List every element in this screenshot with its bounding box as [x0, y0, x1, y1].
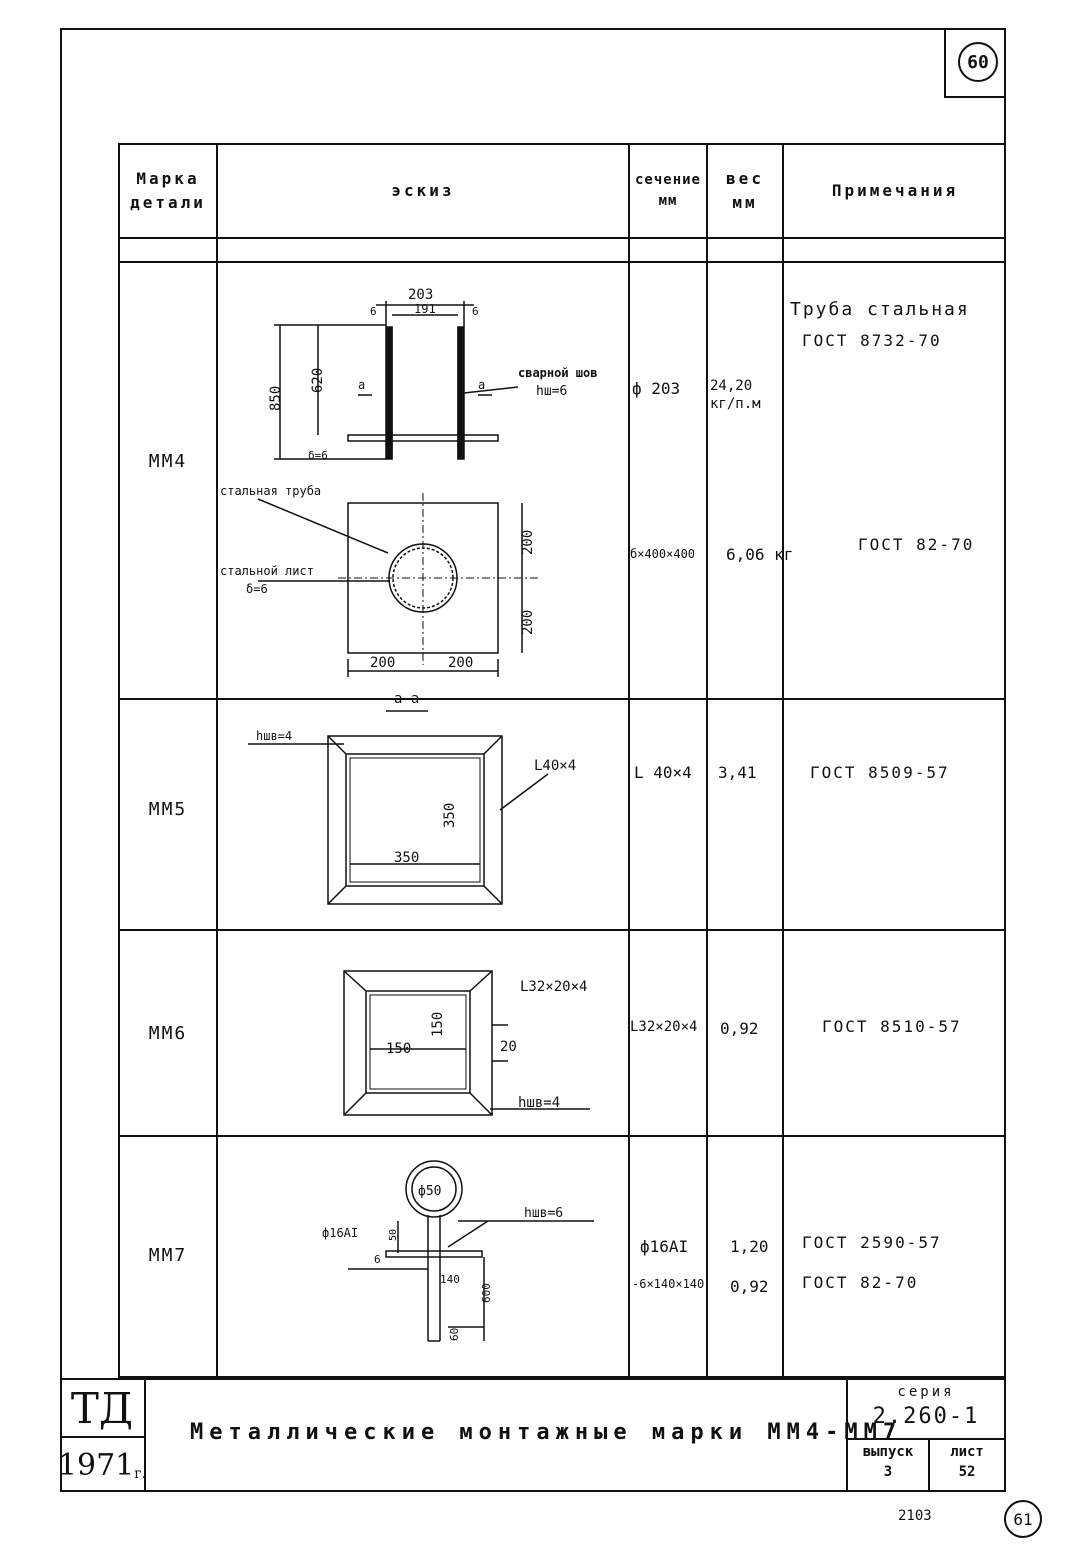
title-series-box: серия 2.260-1 выпуск 3 лист 52	[846, 1380, 1004, 1492]
row-divider	[120, 698, 1004, 700]
issue-cell: выпуск 3	[862, 1444, 914, 1480]
mm5-weld: hшв=4	[256, 729, 292, 743]
mm5-dim-h: 350	[442, 803, 458, 828]
mm7-dim-6: 6	[374, 1253, 381, 1266]
mm7-dim-600: 600	[480, 1283, 493, 1303]
mm4-tube-label: стальная труба	[220, 484, 321, 498]
mm7-ring: ф50	[418, 1184, 441, 1199]
mm7-bar: ф16АI	[322, 1226, 358, 1240]
mm7-weight-bar: 1,20	[730, 1237, 769, 1256]
mm5-dim-w: 350	[394, 850, 419, 866]
mm6-note: ГОСТ 8510-57	[822, 1017, 962, 1036]
mm4-dim-200-c: 200	[370, 655, 395, 671]
mm4-dim-200-a: 200	[520, 530, 536, 555]
mm7-dim-50: 50	[388, 1229, 399, 1241]
mm7-note-plate: ГОСТ 82-70	[802, 1273, 919, 1292]
header-notes: Примечания	[831, 181, 959, 200]
mm4-dim-outer: 203	[408, 287, 433, 303]
mm7-dim-60: 60	[448, 1328, 461, 1341]
mm4-section-tube: ф 203	[632, 379, 681, 398]
page-number-box: 60	[944, 28, 1006, 98]
mm7-section-bar: ф16АI	[640, 1237, 689, 1256]
mm6-dim-h: 150	[430, 1012, 446, 1037]
mm4-weight-plate: 6,06 кг	[726, 545, 794, 564]
mm6-weight: 0,92	[720, 1019, 759, 1038]
mm4-dim-inner: 191	[414, 302, 436, 316]
header-line	[120, 237, 1004, 239]
mm4-note-plate: ГОСТ 82-70	[858, 535, 975, 554]
mm7-section-plate: -6×140×140	[632, 1277, 705, 1291]
mm6-section: L32×20×4	[630, 1019, 698, 1035]
mm4-note-tube: Труба стальная	[790, 299, 970, 320]
mm6-profile: L32×20×4	[520, 979, 587, 995]
page-number-bottom: 61	[1004, 1500, 1042, 1538]
mm4-sheet-thickness: δ=6	[246, 582, 268, 596]
col-divider	[216, 145, 218, 1376]
mm7-plate-dim: 140	[440, 1273, 460, 1286]
series-value: 2.260-1	[872, 1404, 980, 1429]
row-mark-mm5: ММ5	[148, 799, 188, 820]
col-divider	[628, 145, 630, 1376]
series-label: серия	[897, 1384, 955, 1400]
row-divider	[120, 929, 1004, 931]
mm5-weight: 3,41	[718, 763, 757, 782]
page-number-top: 60	[958, 42, 998, 82]
mm4-note-tube-gost: ГОСТ 8732-70	[802, 331, 942, 350]
mm4-sheet-label: стальной лист	[220, 564, 314, 578]
mm6-weld: hшв=4	[518, 1095, 560, 1111]
mm4-weld-label: сварной шов	[518, 366, 597, 380]
col-divider	[782, 145, 784, 1376]
mm7-weight-plate: 0,92	[730, 1277, 769, 1296]
mm4-dim-plate: δ=6	[308, 449, 328, 462]
col-divider	[706, 145, 708, 1376]
mm7-sketch: ф50 ф16АI hшв=6 140 600 60 6 50	[322, 1160, 594, 1342]
row-mark-mm6: ММ6	[148, 1023, 188, 1044]
mm6-sketch: L32×20×4 150 150 20 hшв=4	[343, 970, 590, 1116]
row-divider	[120, 1135, 1004, 1137]
mm4-weld-h: hш=6	[536, 384, 567, 399]
row-mark-mm4: ММ4	[148, 451, 188, 472]
mm4-weight-tube: 24,20 кг/п.м	[710, 378, 761, 412]
mm5-note: ГОСТ 8509-57	[810, 763, 950, 782]
mm4-dim-200-d: 200	[448, 655, 473, 671]
mm4-section-label: а-а	[394, 691, 419, 707]
mm4-dim-wall-r: 6	[472, 305, 479, 318]
mm6-dim-w: 150	[386, 1041, 411, 1057]
mm5-sketch: hшв=4 L40×4 350 350	[248, 729, 576, 905]
mm4-cut-left: а	[358, 378, 365, 392]
header-line	[120, 261, 1004, 263]
mm4-dim-wall-l: 6	[370, 305, 377, 318]
mm4-dim-h-total: 850	[268, 386, 284, 411]
header-sketch: эскиз	[391, 181, 455, 200]
sheet-cell: лист 52	[950, 1444, 984, 1480]
mm5-section: L 40×4	[634, 763, 692, 782]
mm4-sketch: 203 191 6 6 850 620 δ=6 сварной шов hш=6…	[220, 287, 597, 712]
mm5-profile: L40×4	[534, 758, 576, 774]
mm6-dim-20: 20	[500, 1039, 517, 1055]
mm4-dim-200-b: 200	[520, 610, 536, 635]
mm4-dim-h-tube: 620	[310, 368, 326, 393]
footer-code: 2103	[898, 1508, 932, 1524]
mm4-cut-right: а	[478, 378, 485, 392]
mm7-weld: hшв=6	[524, 1206, 563, 1221]
mm7-note-bar: ГОСТ 2590-57	[802, 1233, 942, 1252]
mm4-section-plate: б×400×400	[630, 547, 696, 561]
row-mark-mm7: ММ7	[148, 1245, 188, 1266]
title-org: ТД	[60, 1380, 144, 1438]
title-name: Металлические монтажные марки ММ4-ММ7	[190, 1420, 903, 1445]
